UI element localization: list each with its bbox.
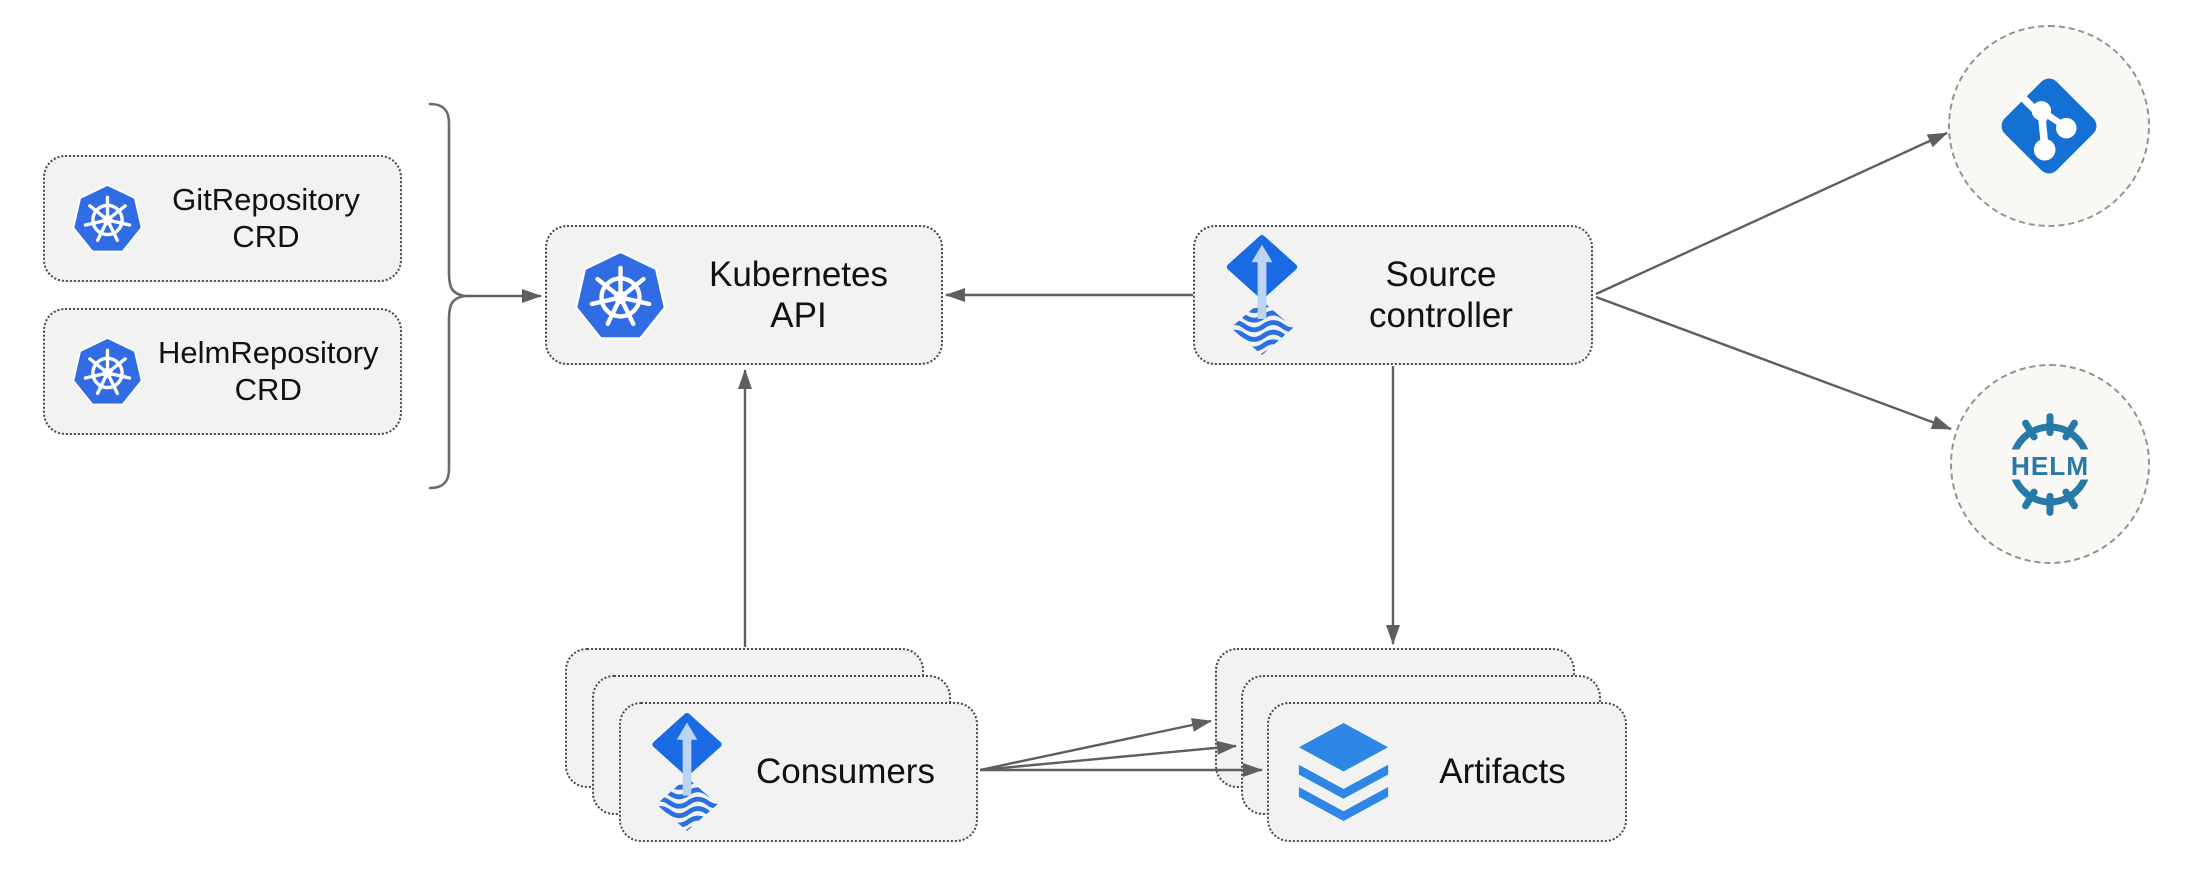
kubernetes-icon	[72, 183, 143, 253]
node-label: Kubernetes API	[708, 254, 889, 335]
node-artifacts: Artifacts	[1267, 702, 1627, 842]
arrow-source-controller-to-helm	[1595, 295, 1952, 431]
helm-icon: HELM	[1989, 412, 2111, 516]
node-source-controller: Source controller	[1193, 225, 1593, 365]
node-gitrepository-crd: GitRepository CRD	[43, 155, 402, 282]
node-helm-repository: HELM	[1950, 364, 2150, 564]
crd-group-brace	[428, 102, 466, 490]
layers-icon	[1298, 722, 1389, 821]
node-kubernetes-api: Kubernetes API	[545, 225, 943, 365]
flux-source-icon	[1226, 235, 1298, 355]
node-label: GitRepository CRD	[172, 181, 360, 254]
helm-wordmark: HELM	[2011, 450, 2089, 480]
flux-source-icon	[652, 713, 722, 831]
node-label: Artifacts	[1439, 752, 1566, 792]
git-icon	[2001, 78, 2097, 174]
arrow-consumers-to-artifacts-middle	[979, 740, 1237, 772]
arrow-consumers-to-artifacts-back	[979, 718, 1212, 772]
node-label: HelmRepository CRD	[158, 334, 379, 407]
node-label: Consumers	[756, 752, 935, 792]
node-consumers: Consumers	[619, 702, 978, 842]
arrow-source-controller-to-git	[1595, 131, 1948, 296]
kubernetes-icon	[574, 249, 667, 340]
node-label: Source controller	[1369, 254, 1513, 335]
kubernetes-icon	[72, 336, 143, 406]
node-helmrepository-crd: HelmRepository CRD	[43, 308, 402, 435]
node-git-repository	[1948, 25, 2150, 227]
